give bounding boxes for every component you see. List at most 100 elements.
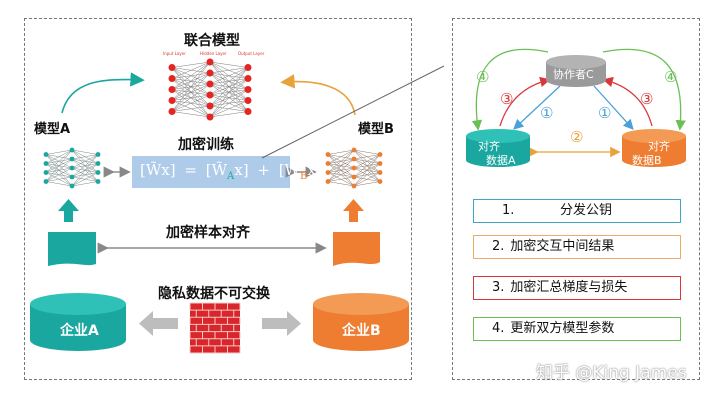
flag-b-icon — [333, 232, 380, 266]
model-b-label: 模型B — [358, 122, 394, 137]
model-a-connection — [71, 149, 99, 155]
federated-model-title: 联合模型 — [184, 33, 240, 49]
left-panel — [24, 18, 412, 380]
company-b-label: 企业B — [342, 323, 381, 339]
model-a-connection — [71, 163, 99, 187]
model-a-neuron — [43, 179, 49, 184]
formula-plus: + — [257, 161, 270, 179]
nn-hidden-layer-label: Hidden Layer — [200, 51, 227, 56]
federated-model-connection — [171, 94, 211, 112]
federated-model-connection — [171, 61, 211, 68]
model-b-connection — [327, 149, 355, 164]
model-b-connection — [353, 154, 381, 178]
federated-model-neuron — [206, 80, 214, 88]
model-b-neuron — [351, 147, 357, 153]
model-a-neuron — [69, 165, 75, 171]
model-b-neuron — [377, 170, 383, 175]
model-a-neuron — [43, 161, 49, 166]
formula-sub-a: A — [227, 171, 235, 182]
federated-model-neuron — [206, 69, 214, 77]
flag-a-up-arrow — [58, 199, 79, 222]
block-arrow-left — [139, 311, 178, 336]
marker-outer-right: ④ — [664, 68, 678, 86]
model-b-connection — [353, 154, 381, 160]
model-b-network — [325, 147, 383, 189]
federated-model-connection — [209, 67, 249, 85]
marker-outer-left: ④ — [476, 68, 490, 86]
party-a-label-line2: 数据A — [486, 154, 516, 167]
federated-model-connection — [209, 67, 249, 96]
step-3-num: 3. — [492, 280, 505, 295]
marker-blue-left: ① — [540, 104, 554, 122]
model-b-connection — [353, 163, 381, 187]
federated-model-neuron — [168, 75, 176, 82]
federated-model-connection — [171, 83, 211, 112]
block-arrow-right — [262, 311, 301, 336]
model-a-connection — [45, 149, 73, 164]
model-a-connection — [71, 154, 99, 160]
model-b-connection — [327, 149, 355, 173]
model-a-connection — [45, 167, 73, 182]
federated-model-neuron — [206, 113, 214, 121]
federated-model-neuron — [206, 102, 214, 110]
federated-model-connection — [171, 105, 211, 112]
model-a-to-federated-arrow — [61, 72, 145, 114]
flag-b-up-arrow — [343, 199, 364, 222]
party-b-database — [622, 129, 686, 167]
watermark: 知乎 @King James — [536, 363, 687, 383]
privacy-label: 隐私数据不可交换 — [158, 286, 270, 302]
right-panel — [452, 18, 700, 380]
federated-model-neuron — [244, 75, 252, 82]
collaborator-label: 协作者C — [553, 68, 594, 81]
federated-model-neuron — [244, 97, 252, 104]
step-1-num: 1. — [502, 203, 515, 218]
model-b-neuron — [351, 165, 357, 171]
federated-model-connection — [209, 111, 249, 118]
model-a-neuron — [95, 152, 101, 157]
formula-left: [W̃x] — [140, 161, 176, 179]
model-b-neuron — [325, 152, 331, 157]
model-b-connection — [327, 181, 355, 187]
model-a-neuron — [95, 161, 101, 166]
federated-model-neuron — [244, 86, 252, 93]
model-a-neuron — [69, 183, 75, 189]
model-a-connection — [45, 149, 73, 173]
model-b-to-federated-arrow — [280, 74, 356, 116]
party-a-database — [466, 129, 530, 167]
federated-model-connection — [209, 78, 249, 118]
model-a-connection — [71, 154, 99, 187]
nn-output-layer-label: Output Layer — [238, 51, 265, 56]
federated-model-connection — [209, 61, 249, 68]
model-a-neuron — [69, 174, 75, 180]
model-b-neuron — [325, 179, 331, 184]
step-2-num: 2. — [492, 239, 505, 254]
model-a-connection — [71, 154, 99, 178]
model-a-connection — [45, 158, 73, 182]
model-b-neuron — [351, 183, 357, 189]
marker-red-right: ③ — [640, 90, 654, 108]
formula-term-b-end: x] — [307, 161, 322, 179]
federated-model-connection — [209, 67, 249, 107]
federated-model-neuron — [244, 64, 252, 71]
model-b-neuron — [351, 174, 357, 180]
step-3-box: 3.加密汇总梯度与损失 — [473, 276, 681, 300]
edge-red-right — [602, 76, 653, 127]
model-b-neuron — [325, 161, 331, 166]
model-a-connection — [71, 181, 99, 187]
model-b-connection — [353, 172, 381, 187]
model-a-network — [43, 147, 101, 189]
edge-green-left — [471, 48, 549, 131]
federated-model-neuron — [168, 64, 176, 71]
federated-model-connection — [171, 72, 211, 112]
federated-model-neuron — [168, 97, 176, 104]
edge-blue-left — [513, 85, 561, 130]
model-a-neuron — [43, 170, 49, 175]
federated-model-neuron — [206, 58, 214, 66]
step-4-box: 4.更新双方模型参数 — [473, 317, 681, 341]
formula-sub-b: B — [299, 171, 308, 182]
model-a-neuron — [43, 152, 49, 157]
firewall-icon — [189, 302, 241, 354]
formula: [W̃x] = [W̃Ax] + [W̃Bx] — [140, 161, 322, 182]
federated-model-connection — [171, 61, 211, 112]
